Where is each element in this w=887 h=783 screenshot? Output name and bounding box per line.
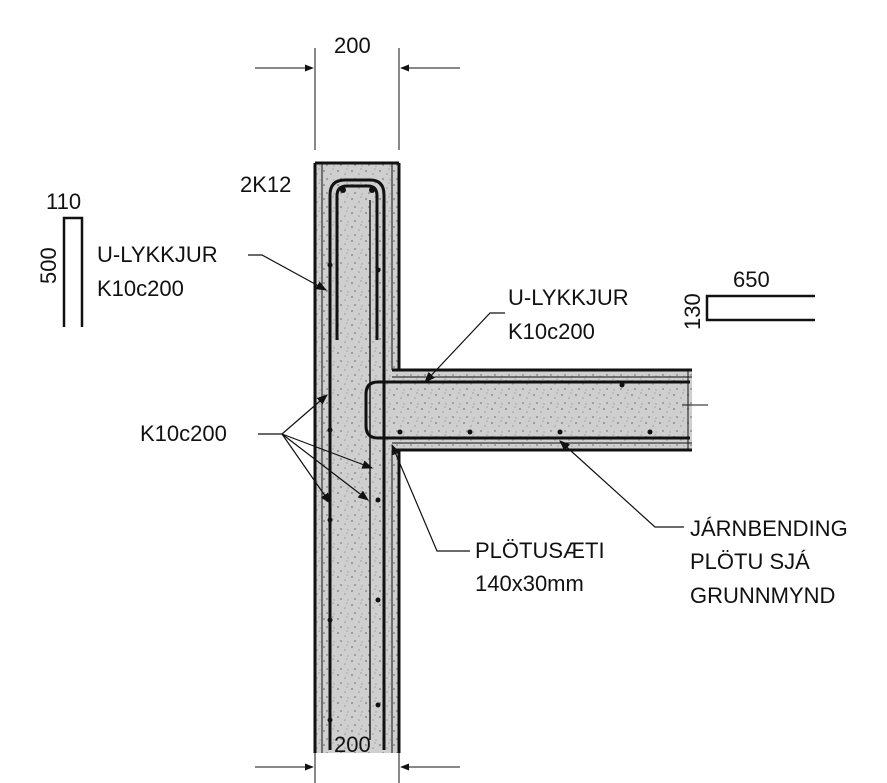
right-hook-height: 130 xyxy=(680,293,705,330)
u-loops-wall-spec: K10c200 xyxy=(97,276,184,301)
slab-reinf-label-2: PLÖTU SJÁ xyxy=(690,549,810,574)
u-loops-wall-leader xyxy=(248,254,327,291)
u-loops-slab-leader xyxy=(424,312,505,383)
bottom-dimension-label: 200 xyxy=(334,732,371,757)
distribution-bars-leaders xyxy=(258,394,374,504)
slab-seat-leader xyxy=(391,444,470,552)
left-hook-sketch xyxy=(62,216,84,327)
slab-seat-label-1: PLÖTUSÆTI xyxy=(475,538,605,563)
left-hook-width: 110 xyxy=(46,189,81,214)
distribution-bars-label: K10c200 xyxy=(140,421,227,446)
slab-reinf-label-3: GRUNNMYND xyxy=(690,583,835,608)
top-dimension-label: 200 xyxy=(334,33,371,58)
u-loops-slab-label: U-LYKKJUR xyxy=(508,285,629,310)
top-bars-label: 2K12 xyxy=(240,172,291,197)
slab-rebar xyxy=(364,380,690,440)
top-dimension xyxy=(255,48,460,150)
u-loops-slab-spec: K10c200 xyxy=(508,319,595,344)
u-loops-wall-label: U-LYKKJUR xyxy=(97,242,218,267)
wall-rebar xyxy=(327,178,386,750)
wall xyxy=(313,161,401,753)
right-hook-sketch xyxy=(705,294,815,322)
slab-reinf-label-1: JÁRNBENDING xyxy=(690,516,848,541)
right-hook-width: 650 xyxy=(733,267,770,292)
slab-seat-label-2: 140x30mm xyxy=(475,571,584,596)
bottom-dimension xyxy=(255,700,460,783)
left-hook-height: 500 xyxy=(36,247,61,284)
slab-reinf-leader xyxy=(559,440,684,528)
